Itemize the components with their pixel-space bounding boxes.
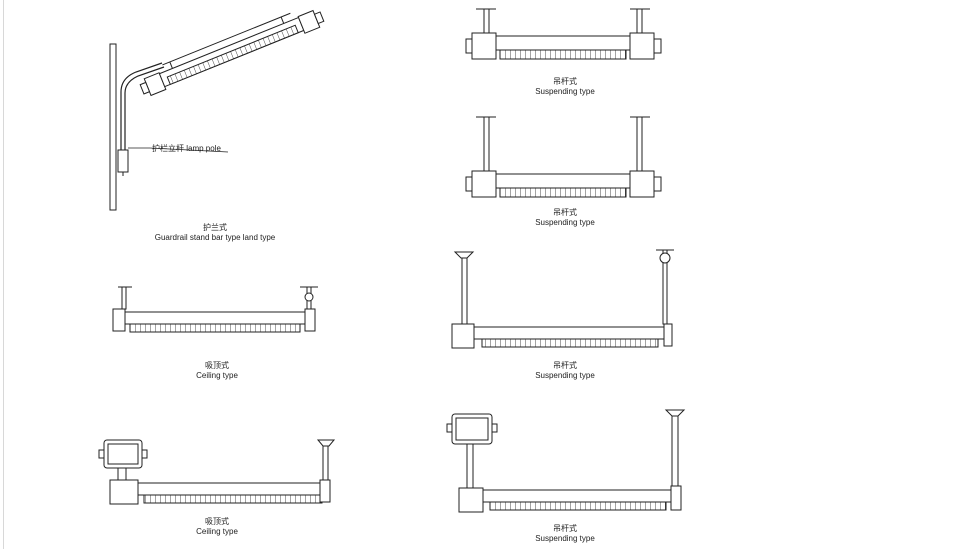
ceiling-caption-1: 吸顶式 Ceiling type (167, 361, 267, 381)
guardrail-caption-en: Guardrail stand bar type land type (154, 233, 276, 242)
suspending-caption-2-cn: 吊杆式 (553, 208, 577, 217)
suspending-caption-4: 吊杆式 Suspending type (515, 524, 615, 544)
ceiling-caption-2-cn: 吸顶式 (205, 517, 229, 526)
suspending-caption-1-cn: 吊杆式 (553, 77, 577, 86)
suspending-caption-4-cn: 吊杆式 (553, 524, 577, 533)
guardrail-lamp-drawing (109, 9, 325, 211)
suspending-caption-3-cn: 吊杆式 (553, 361, 577, 370)
ceiling-caption-1-cn: 吸顶式 (205, 361, 229, 370)
page-left-border (3, 0, 4, 549)
suspending-caption-2-en: Suspending type (535, 218, 595, 227)
ceiling-caption-2-en: Ceiling type (196, 527, 238, 536)
suspending-caption-3: 吊杆式 Suspending type (515, 361, 615, 381)
suspending-caption-2: 吊杆式 Suspending type (515, 208, 615, 228)
suspending-lamp-drawing-3 (451, 249, 674, 349)
ceiling-lamp-drawing-2 (98, 439, 336, 505)
suspending-lamp-drawing-1 (465, 8, 662, 60)
guardrail-caption: 护兰式 Guardrail stand bar type land type (140, 223, 290, 243)
suspending-lamp-drawing-2 (465, 116, 662, 198)
ceiling-caption-2: 吸顶式 Ceiling type (167, 517, 267, 537)
suspending-lamp-drawing-4 (446, 409, 686, 513)
suspending-caption-1-en: Suspending type (535, 87, 595, 96)
ceiling-caption-1-en: Ceiling type (196, 371, 238, 380)
suspending-caption-4-en: Suspending type (535, 534, 595, 543)
guardrail-caption-cn: 护兰式 (203, 223, 227, 232)
ceiling-lamp-drawing-1 (112, 286, 318, 333)
lamp-pole-label: 护栏立杆 lamp pole (152, 144, 221, 153)
suspending-caption-1: 吊杆式 Suspending type (515, 77, 615, 97)
suspending-caption-3-en: Suspending type (535, 371, 595, 380)
